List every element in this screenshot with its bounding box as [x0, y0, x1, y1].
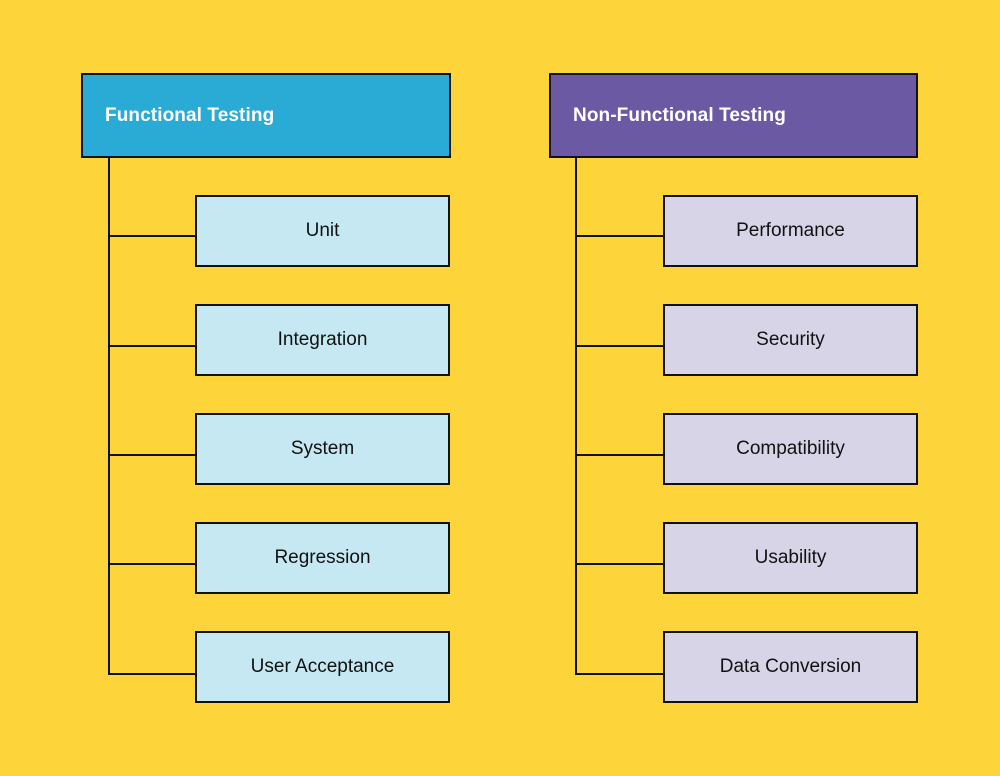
connector-nonfunctional-security: [575, 345, 665, 347]
node-label: Unit: [305, 220, 340, 241]
branch-header-functional[interactable]: Functional Testing: [81, 73, 451, 158]
node-functional-system[interactable]: System: [195, 413, 450, 485]
node-label: Integration: [277, 329, 368, 350]
connector-functional-regression: [108, 563, 197, 565]
connector-functional-unit: [108, 235, 197, 237]
node-nonfunctional-compatibility[interactable]: Compatibility: [663, 413, 918, 485]
trunk-line-functional: [108, 158, 110, 674]
node-nonfunctional-performance[interactable]: Performance: [663, 195, 918, 267]
branch-header-nonfunctional-label: Non-Functional Testing: [573, 104, 786, 126]
node-functional-unit[interactable]: Unit: [195, 195, 450, 267]
node-nonfunctional-data-conversion[interactable]: Data Conversion: [663, 631, 918, 703]
node-nonfunctional-security[interactable]: Security: [663, 304, 918, 376]
node-functional-integration[interactable]: Integration: [195, 304, 450, 376]
node-label: Performance: [736, 220, 845, 241]
connector-functional-integration: [108, 345, 197, 347]
connector-nonfunctional-usability: [575, 563, 665, 565]
connector-functional-system: [108, 454, 197, 456]
node-label: Security: [756, 329, 825, 350]
node-label: User Acceptance: [250, 656, 395, 677]
connector-nonfunctional-compatibility: [575, 454, 665, 456]
branch-header-functional-label: Functional Testing: [105, 104, 275, 126]
node-functional-regression[interactable]: Regression: [195, 522, 450, 594]
branch-header-nonfunctional[interactable]: Non-Functional Testing: [549, 73, 918, 158]
node-functional-user-acceptance[interactable]: User Acceptance: [195, 631, 450, 703]
node-label: System: [290, 438, 355, 459]
node-label: Regression: [274, 547, 371, 568]
connector-functional-user-acceptance: [108, 673, 197, 675]
node-label: Compatibility: [736, 438, 845, 459]
trunk-line-nonfunctional: [575, 158, 577, 674]
node-label: Usability: [754, 547, 827, 568]
connector-nonfunctional-performance: [575, 235, 665, 237]
connector-nonfunctional-data-conversion: [575, 673, 665, 675]
node-label: Data Conversion: [719, 656, 862, 677]
node-nonfunctional-usability[interactable]: Usability: [663, 522, 918, 594]
